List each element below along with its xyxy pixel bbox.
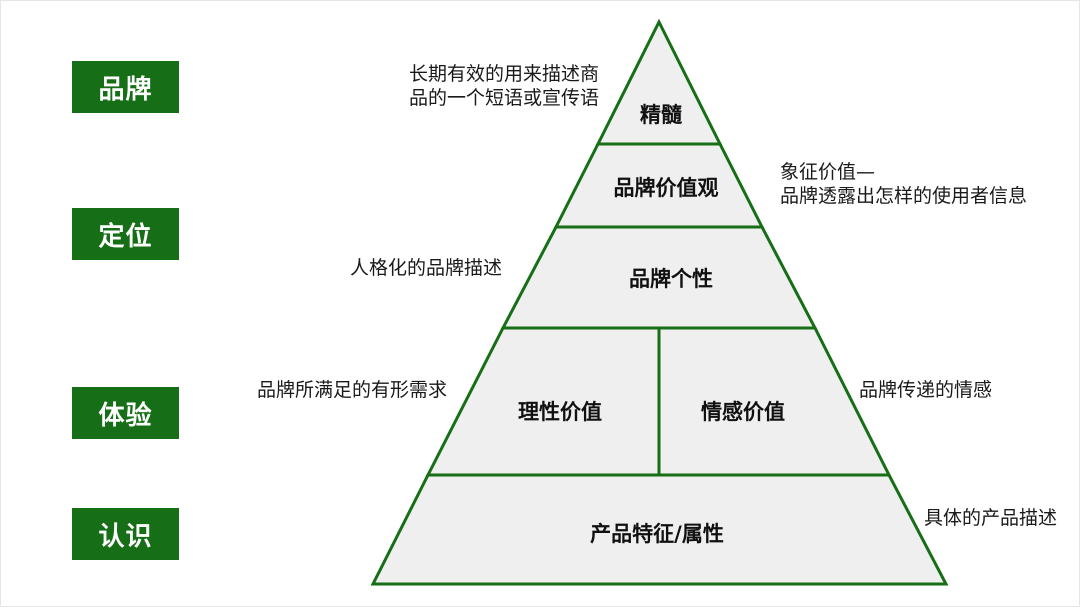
note-essence-line1: 长期有效的用来描述商 [409, 63, 600, 85]
note-emotional: 品牌传递的情感 [859, 379, 993, 401]
note-attributes: 具体的产品描述 [924, 507, 1058, 529]
tier-label-essence: 精髓 [640, 103, 682, 127]
note-personality: 人格化的品牌描述 [350, 257, 503, 279]
tier-label-personality: 品牌个性 [629, 267, 713, 291]
note-values-line1: 象征价值— [780, 161, 876, 183]
level-label-positioning: 定位 [72, 208, 179, 260]
level-label-recognition: 认识 [72, 508, 179, 560]
note-rational: 品牌所满足的有形需求 [257, 379, 448, 401]
tier-label-rational: 理性价值 [518, 400, 602, 424]
level-label-experience: 体验 [72, 387, 179, 439]
level-label-brand: 品牌 [72, 61, 179, 113]
tier-label-attributes: 产品特征/属性 [590, 522, 724, 546]
note-values-line2: 品牌透露出怎样的使用者信息 [780, 185, 1028, 207]
pyramid-tier-attributes [370, 473, 949, 586]
note-essence-line2: 品的一个短语或宣传语 [409, 87, 600, 109]
tier-label-emotional: 情感价值 [701, 400, 785, 424]
tier-label-values: 品牌价值观 [613, 176, 719, 200]
